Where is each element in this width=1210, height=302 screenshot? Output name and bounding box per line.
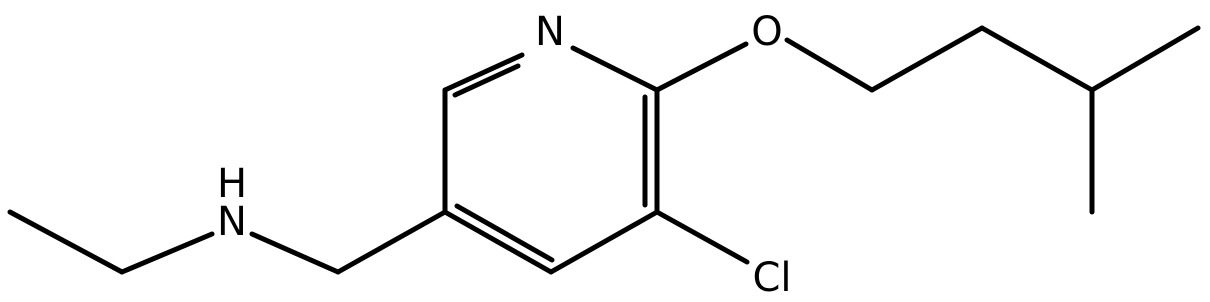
- bond-o-ch2: [784, 37, 875, 93]
- bond-n-c2-inner: [452, 63, 521, 98]
- bond-ch2-ch: [979, 25, 1095, 93]
- bond-c5-cl: [654, 209, 750, 265]
- bond-ch2-nh: [249, 231, 341, 275]
- atom-cl: Cl: [752, 255, 791, 301]
- bond-nh-ch2: [119, 231, 215, 275]
- bond-c3-c4-inner: [454, 203, 555, 263]
- bond-ch2-ch2: [869, 25, 985, 93]
- bond-c6-n: [570, 45, 660, 93]
- bond-n-c2: [442, 52, 525, 93]
- bond-ch2-ch3: [7, 209, 125, 275]
- atom-n-ring: N: [535, 9, 565, 55]
- bond-ch-ch3-up: [1089, 25, 1201, 93]
- bond-c3-ch2: [335, 209, 448, 275]
- bond-c3-c4: [442, 209, 554, 275]
- atom-n-amine: N: [217, 199, 247, 245]
- bond-c4-c5: [548, 209, 660, 275]
- atom-o-ether: O: [751, 9, 782, 55]
- bond-c6-o: [654, 41, 749, 93]
- atom-h-amine: H: [217, 161, 247, 207]
